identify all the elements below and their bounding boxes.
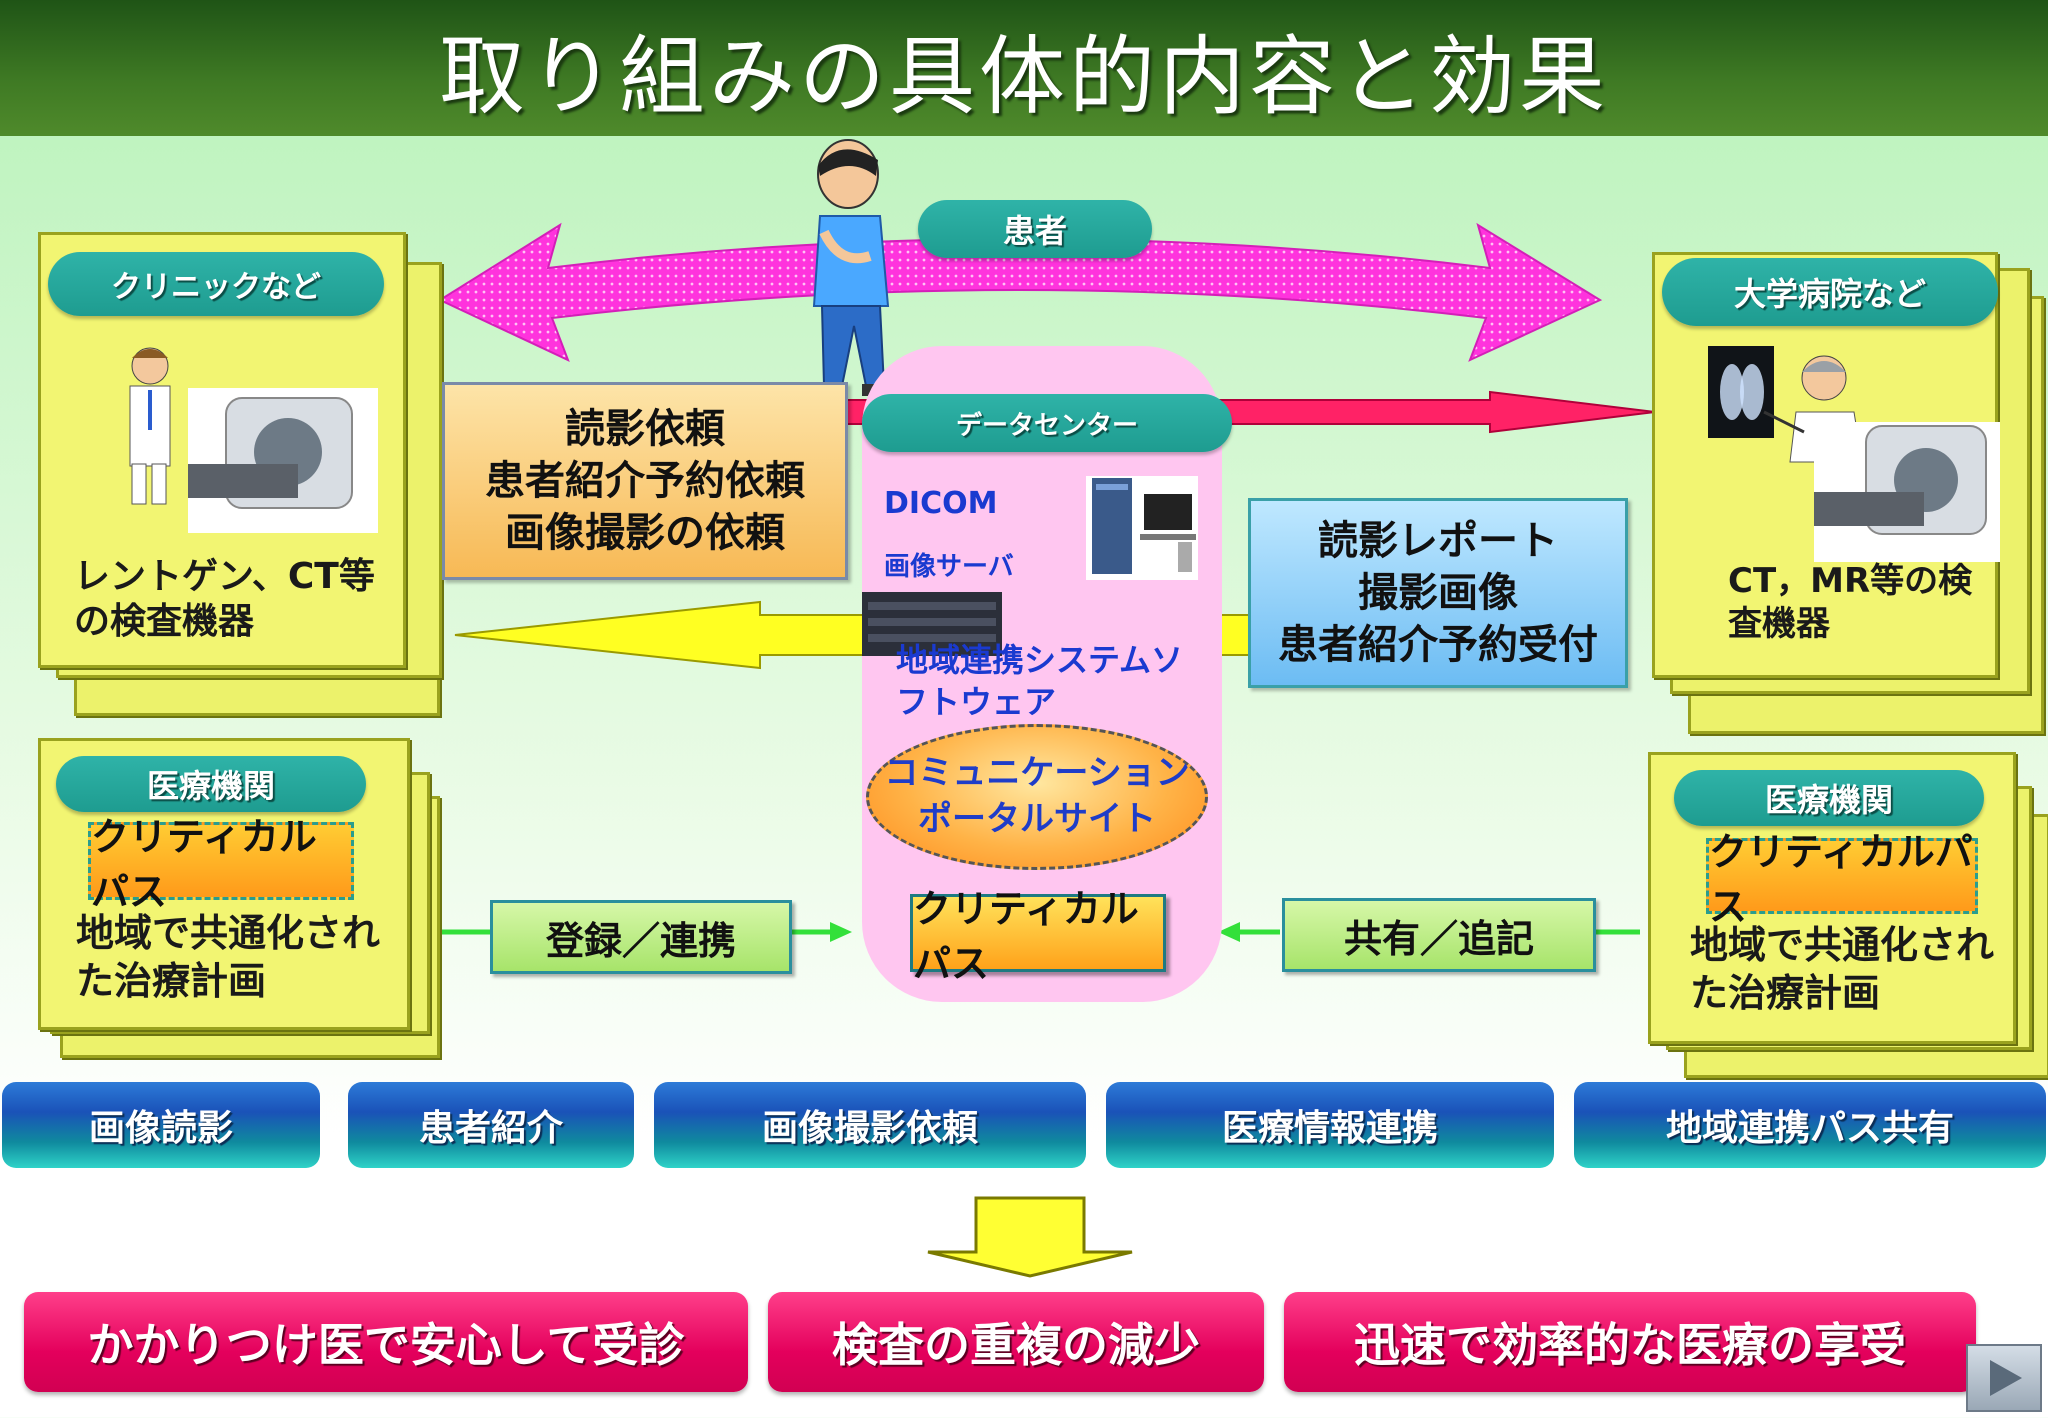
right-institution-pill: 医療機関	[1674, 770, 1984, 826]
request-note-line1: 読影依頼	[565, 406, 725, 452]
university-caption: CT，MR等の検 査機器	[1728, 560, 1972, 645]
left-institution-pill: 医療機関	[56, 756, 366, 812]
down-arrow	[927, 1196, 1133, 1278]
category-imaging-request: 画像撮影依頼	[654, 1082, 1086, 1168]
datacenter-header: データセンター	[862, 394, 1232, 452]
category-regional-path-share: 地域連携パス共有	[1574, 1082, 2046, 1168]
register-label: 登録／連携	[545, 918, 736, 963]
software-label-line1: 地域連携システムソ	[896, 641, 1184, 679]
category-patient-referral-label: 患者紹介	[418, 1108, 563, 1149]
play-icon	[1990, 1360, 2022, 1396]
clinic-caption-line1: レントゲン、CT等	[74, 556, 375, 597]
right-institution-text: 地域で共通化され た治療計画	[1690, 922, 1994, 1017]
share-label: 共有／追記	[1343, 916, 1534, 961]
category-patient-referral: 患者紹介	[348, 1082, 634, 1168]
left-critical-path: クリティカルパス	[88, 815, 354, 914]
report-note-line1: 読影レポート	[1318, 518, 1558, 564]
left-institution-pill-label: 医療機関	[146, 767, 275, 805]
clinic-pill-label: クリニックなど	[111, 270, 321, 305]
software-label-line2: フトウェア	[896, 682, 1057, 721]
category-medical-info-link: 医療情報連携	[1106, 1082, 1554, 1168]
university-caption-line2: 査機器	[1728, 603, 1830, 644]
left-institution-text: 地域で共通化され た治療計画	[76, 910, 380, 1005]
register-tag: 登録／連携	[490, 900, 792, 974]
request-note: 読影依頼 患者紹介予約依頼 画像撮影の依頼	[442, 382, 848, 580]
university-equipment-image	[1708, 346, 2000, 562]
title-bar: 取り組みの具体的内容と効果	[0, 0, 2048, 136]
clinic-pill: クリニックなど	[48, 252, 384, 316]
result-fewer-duplicate-tests-label: 検査の重複の減少	[832, 1318, 1200, 1372]
datacenter-critical-path-label: クリティカルパス	[913, 887, 1139, 986]
datacenter-header-label: データセンター	[955, 410, 1138, 441]
report-note: 読影レポート 撮影画像 患者紹介予約受付	[1248, 498, 1628, 688]
rack-server-image	[862, 592, 1002, 656]
next-slide-button[interactable]	[1966, 1344, 2042, 1412]
portal-site: コミュニケーション ポータルサイト	[866, 724, 1208, 870]
category-imaging-request-label: 画像撮影依頼	[761, 1108, 978, 1149]
left-institution-text-line2: た治療計画	[76, 958, 267, 1003]
left-critical-path-label: クリティカルパス	[91, 815, 317, 914]
university-pill: 大学病院など	[1662, 258, 1998, 326]
left-institution-text-line1: 地域で共通化され	[76, 911, 381, 955]
report-note-line2: 撮影画像	[1358, 570, 1518, 616]
datacenter-area	[862, 346, 1222, 1002]
server-computer-image	[1086, 476, 1198, 580]
page-title: 取り組みの具体的内容と効果	[439, 26, 1609, 127]
right-critical-path: クリティカルパス	[1706, 830, 1978, 929]
category-medical-info-link-label: 医療情報連携	[1221, 1108, 1438, 1149]
clinic-caption: レントゲン、CT等 の検査機器	[74, 554, 375, 644]
patient-figure	[812, 139, 890, 396]
category-image-reading-label: 画像読影	[88, 1108, 233, 1149]
university-caption-line1: CT，MR等の検	[1728, 561, 1973, 601]
result-efficient-care-label: 迅速で効率的な医療の享受	[1354, 1318, 1906, 1372]
software-label: 地域連携システムソ フトウェア	[896, 640, 1183, 723]
request-note-line3: 画像撮影の依頼	[505, 510, 785, 556]
share-tag: 共有／追記	[1282, 898, 1596, 972]
portal-site-line1: コミュニケーション	[884, 753, 1190, 794]
result-efficient-care: 迅速で効率的な医療の享受	[1284, 1292, 1976, 1392]
result-family-doctor-label: かかりつけ医で安心して受診	[87, 1318, 685, 1372]
right-critical-path-label: クリティカルパス	[1709, 830, 1973, 929]
category-regional-path-share-label: 地域連携パス共有	[1665, 1108, 1954, 1149]
right-institution-text-line2: た治療計画	[1690, 970, 1881, 1015]
server-label: 画像サーバ	[884, 552, 1014, 582]
category-image-reading: 画像読影	[2, 1082, 320, 1168]
result-family-doctor: かかりつけ医で安心して受診	[24, 1292, 748, 1392]
right-institution-text-line1: 地域で共通化され	[1690, 923, 1995, 967]
report-note-line3: 患者紹介予約受付	[1278, 622, 1598, 668]
right-institution-pill-label: 医療機関	[1764, 781, 1893, 819]
datacenter-critical-path: クリティカルパス	[910, 887, 1166, 986]
patient-pill: 患者	[918, 200, 1152, 258]
university-pill-label: 大学病院など	[1733, 275, 1926, 313]
request-note-line2: 患者紹介予約依頼	[485, 458, 805, 504]
result-fewer-duplicate-tests: 検査の重複の減少	[768, 1292, 1264, 1392]
clinic-equipment-image	[129, 347, 378, 533]
patient-label: 患者	[1002, 212, 1067, 250]
dicom-label: DICOM	[884, 486, 998, 521]
portal-site-line2: ポータルサイト	[918, 799, 1156, 839]
clinic-caption-line2: の検査機器	[74, 601, 255, 642]
